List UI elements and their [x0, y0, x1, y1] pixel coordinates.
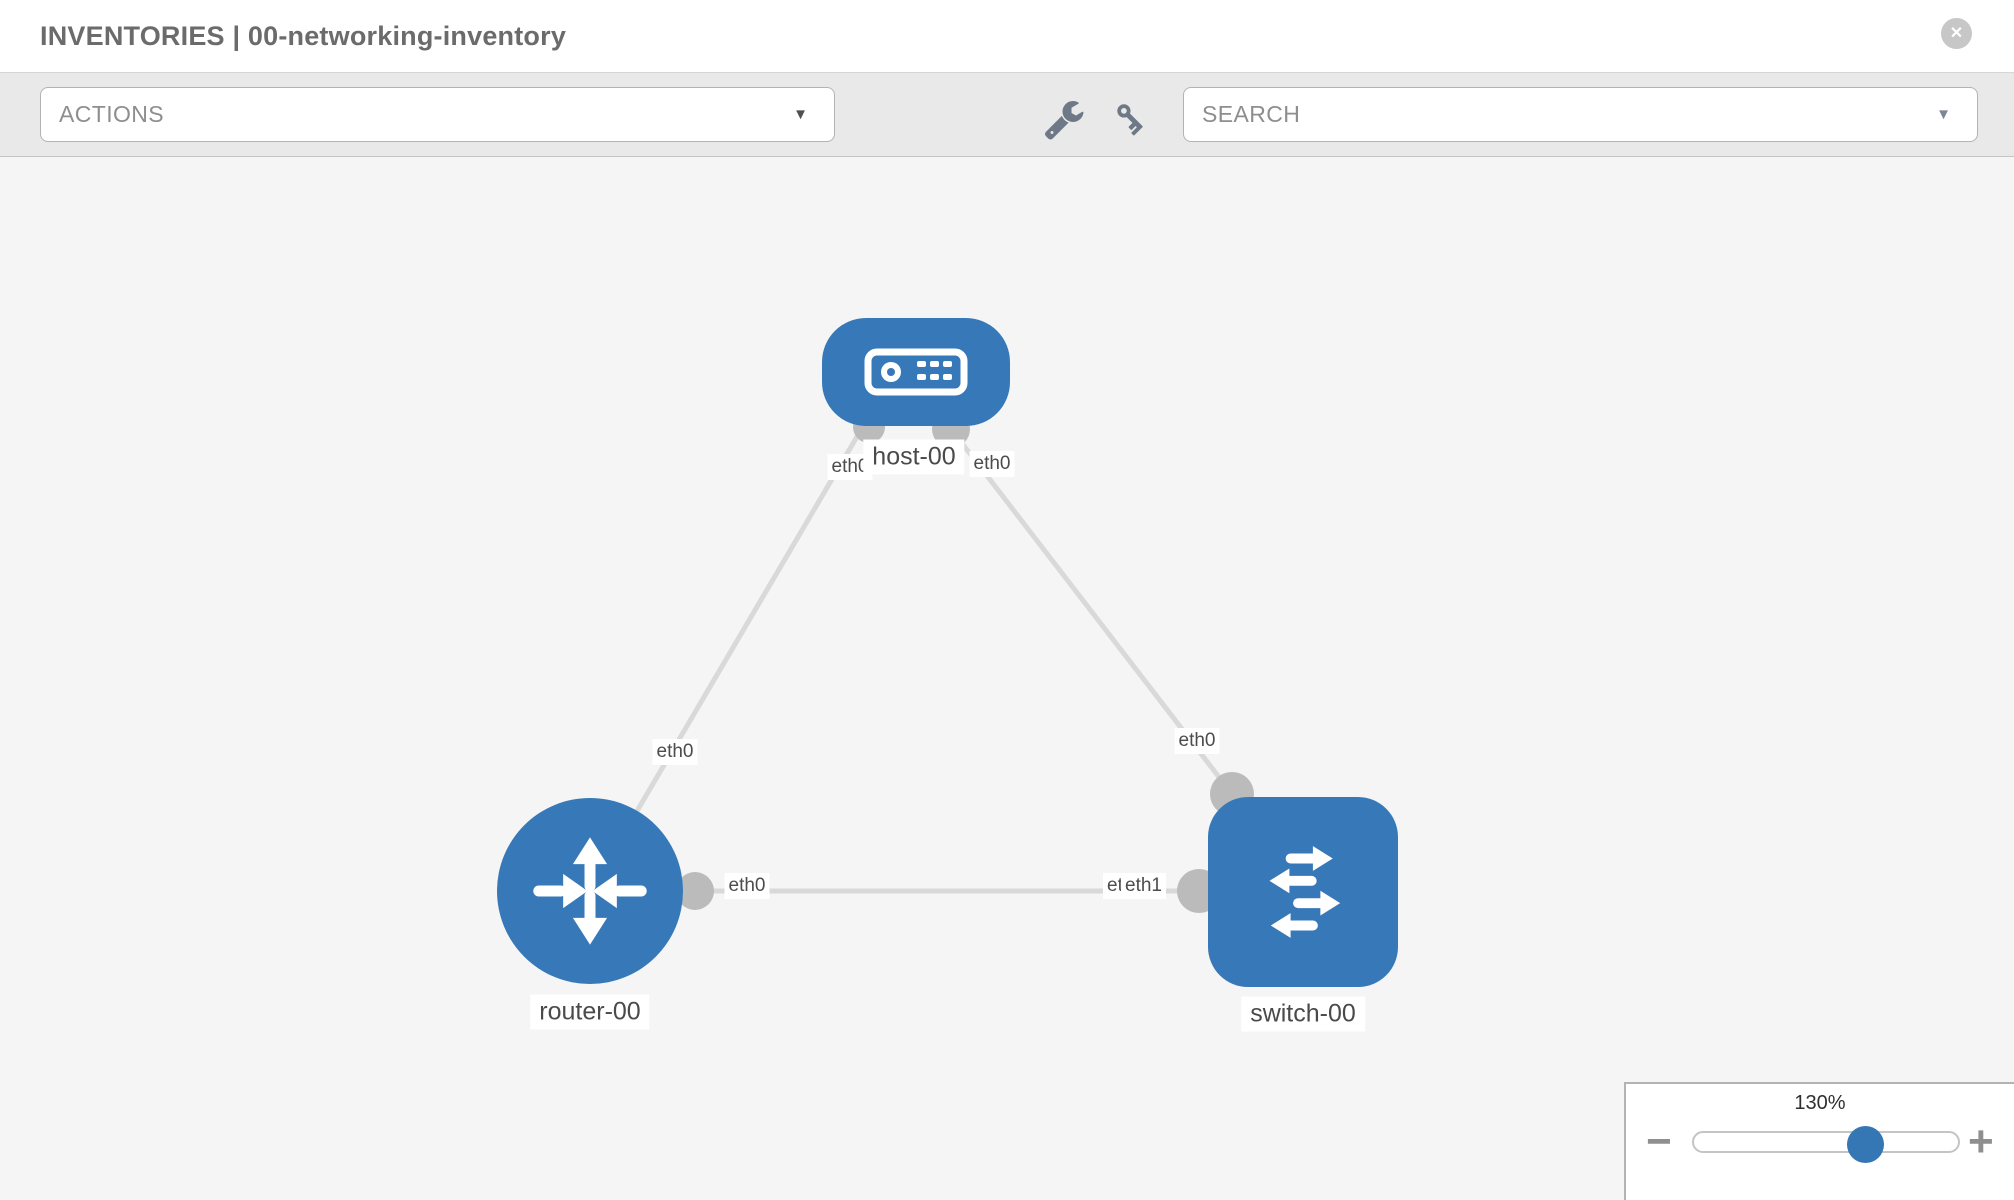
- zoom-level-value: 130%: [1794, 1092, 1846, 1114]
- interface-label-router-to-host: eth0: [652, 739, 698, 765]
- switch-icon: [1269, 846, 1341, 938]
- topology-canvas[interactable]: host-00 router-00 switch-00 eth0 eth0 et…: [0, 157, 2014, 1200]
- toolbar: ACTIONS ▼ SEARCH ▼: [0, 72, 2014, 157]
- node-label-host: host-00: [863, 439, 965, 475]
- zoom-slider-thumb[interactable]: [1847, 1126, 1884, 1163]
- window-header: INVENTORIES | 00-networking-inventory ✕: [0, 0, 2014, 72]
- node-router-00[interactable]: [497, 798, 683, 984]
- interface-label-host-to-switch: eth0: [969, 451, 1015, 477]
- interface-label-router-to-switch: eth0: [724, 873, 770, 899]
- chevron-down-icon: ▼: [1936, 106, 1951, 123]
- node-label-switch: switch-00: [1241, 996, 1365, 1032]
- actions-dropdown[interactable]: ACTIONS ▼: [40, 87, 835, 142]
- node-switch-00[interactable]: [1208, 797, 1398, 987]
- minus-icon: −: [1646, 1117, 1672, 1166]
- host-icon: [864, 348, 968, 396]
- interface-connector: [676, 872, 714, 910]
- search-dropdown-label: SEARCH: [1202, 101, 1301, 127]
- key-icon: [1117, 103, 1143, 135]
- credentials-button[interactable]: [1108, 96, 1156, 144]
- close-button[interactable]: ✕: [1941, 18, 1972, 49]
- zoom-control-panel: 130% − +: [1624, 1082, 2014, 1200]
- wrench-icon: [1044, 100, 1084, 140]
- router-icon: [533, 837, 647, 945]
- plus-icon: +: [1968, 1117, 1994, 1166]
- interface-label-switch-to-host: eth0: [1174, 728, 1220, 754]
- chevron-down-icon: ▼: [793, 106, 808, 123]
- configure-button[interactable]: [1040, 96, 1088, 144]
- zoom-in-button[interactable]: +: [1968, 1114, 1994, 1170]
- page-title: INVENTORIES | 00-networking-inventory: [40, 21, 567, 51]
- node-label-router: router-00: [530, 994, 650, 1030]
- zoom-out-button[interactable]: −: [1646, 1114, 1672, 1170]
- interface-label-switch-to-router: eth1: [1121, 873, 1166, 899]
- zoom-slider-track[interactable]: [1692, 1131, 1960, 1153]
- node-host-00[interactable]: [822, 318, 1010, 426]
- close-icon: ✕: [1949, 25, 1964, 42]
- search-dropdown[interactable]: SEARCH ▼: [1183, 87, 1978, 142]
- actions-dropdown-label: ACTIONS: [59, 101, 165, 127]
